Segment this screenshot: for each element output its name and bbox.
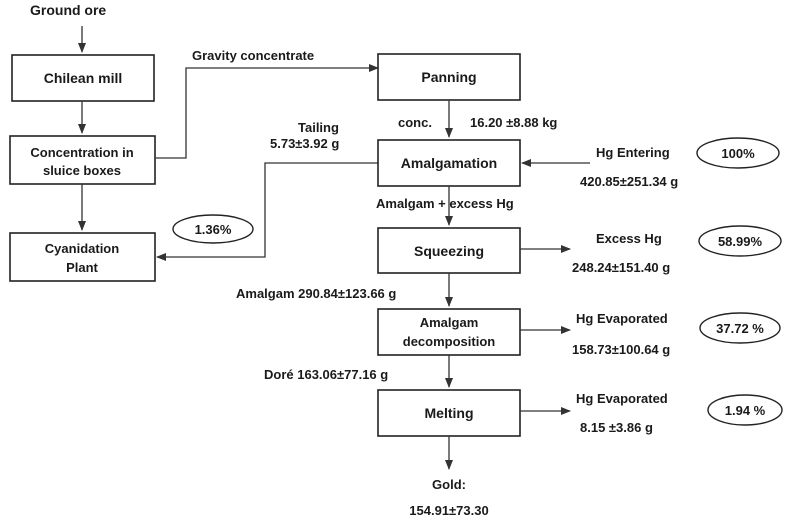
arrow-tailing [156,162,378,261]
hg-entering-percent: 100% [721,146,755,161]
arrow-gravity-concentrate [155,64,379,159]
decomposition-label-line2: decomposition [403,334,496,349]
amalgamation-node: Amalgamation [377,139,521,187]
panning-node: Panning [377,53,521,101]
chilean-mill-node: Chilean mill [11,54,155,102]
dore-label: Doré 163.06±77.16 g [264,367,388,382]
amalgam-excess-label: Amalgam + excess Hg [376,196,514,211]
evaporated-melting-percent-badge: 1.94 % [707,394,783,426]
melting-node: Melting [377,389,521,437]
cyanidation-label-line2: Plant [66,260,98,275]
decomposition-label-line1: Amalgam [420,315,479,330]
conc-value: 16.20 ±8.88 kg [470,115,557,130]
gold-value: 154.91±73.30 [409,503,488,518]
hg-evaporated-2-value: 8.15 ±3.86 g [580,420,653,435]
hg-entering-percent-badge: 100% [696,137,780,169]
cyanidation-plant-node: Cyanidation Plant [9,232,156,282]
amalgam-mass-label: Amalgam 290.84±123.66 g [236,286,396,301]
sluice-label-line2: sluice boxes [43,163,121,178]
tailing-value: 5.73±3.92 g [270,136,339,151]
conc-label: conc. [398,115,432,130]
hg-evaporated-2-label: Hg Evaporated [576,391,668,406]
cyanidation-label-line1: Cyanidation [45,241,119,256]
sluice-boxes-node: Concentration in sluice boxes [9,135,156,185]
squeezing-label: Squeezing [414,243,484,259]
tailing-percent-badge: 1.36% [172,214,254,244]
chilean-mill-label: Chilean mill [44,70,123,86]
melting-label: Melting [425,405,474,421]
evaporated-melting-percent: 1.94 % [725,403,766,418]
tailing-label: Tailing [298,120,339,135]
excess-hg-value: 248.24±151.40 g [572,260,670,275]
squeezing-node: Squeezing [377,227,521,274]
excess-hg-percent-badge: 58.99% [698,225,782,257]
evaporated-decomposition-percent: 37.72 % [716,321,764,336]
excess-hg-label: Excess Hg [596,231,662,246]
gold-label: Gold: [432,477,466,492]
hg-entering-value: 420.85±251.34 g [580,174,678,189]
sluice-label-line1: Concentration in [30,145,133,160]
amalgam-decomposition-node: Amalgam decomposition [377,308,521,356]
tailing-percent: 1.36% [195,222,232,237]
excess-hg-percent: 58.99% [718,234,763,249]
gravity-concentrate-label: Gravity concentrate [192,48,314,63]
evaporated-decomposition-percent-badge: 37.72 % [699,312,781,344]
ground-ore-label: Ground ore [30,2,106,18]
hg-evaporated-1-value: 158.73±100.64 g [572,342,670,357]
hg-evaporated-1-label: Hg Evaporated [576,311,668,326]
panning-label: Panning [421,69,476,85]
hg-entering-label: Hg Entering [596,145,670,160]
amalgamation-label: Amalgamation [401,155,497,171]
